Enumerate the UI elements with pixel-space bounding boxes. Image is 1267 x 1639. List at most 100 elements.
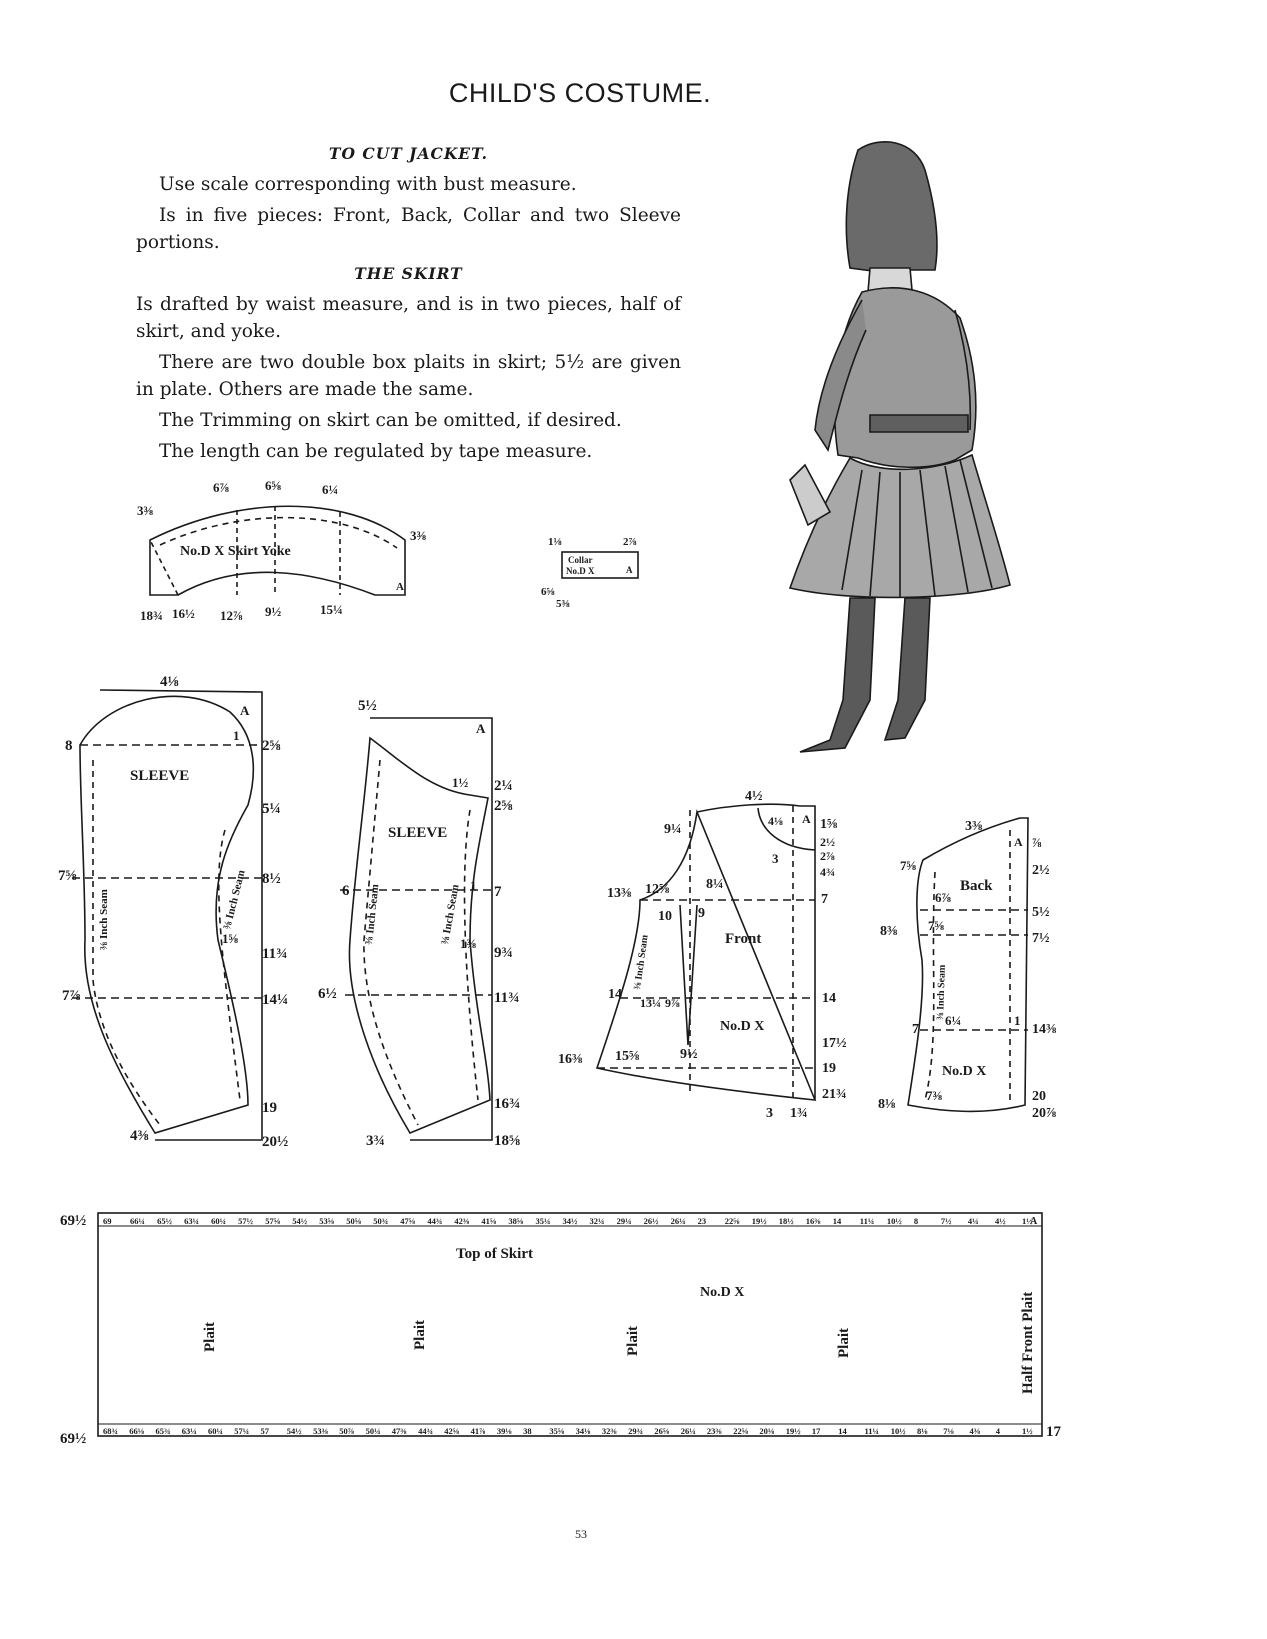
skirt-scale-mark: 17 (812, 1426, 821, 1436)
back-mark: 8⅜ (880, 924, 898, 939)
skirt-scale-mark: 65¾ (156, 1426, 171, 1436)
skirt-scale-mark: 8 (914, 1216, 918, 1226)
skirt-scale-mark: 41⅝ (481, 1216, 497, 1226)
instructions: TO CUT JACKET. Use scale corresponding w… (136, 140, 681, 469)
skirt-scale-mark: 57¼ (234, 1426, 249, 1436)
skirt-scale-mark: 54½ (287, 1426, 303, 1436)
sleeve-mark: 16¾ (494, 1096, 520, 1112)
skirt-scale-mark: 50⅞ (339, 1426, 354, 1436)
back-mark: 6¼ (945, 1013, 961, 1028)
sleeve-mark: 18⅝ (494, 1133, 520, 1149)
skirt-scale-mark: 7½ (941, 1216, 952, 1226)
skirt-scale-mark: 14 (838, 1426, 847, 1436)
front-mark: 10 (658, 909, 672, 924)
skirt-scale-mark: 29¾ (628, 1426, 643, 1436)
back-label: Back (960, 878, 993, 894)
back-mark: 6⅞ (935, 890, 952, 905)
yoke-mark: 12⅞ (220, 608, 243, 623)
back-mark: 3⅜ (965, 819, 983, 834)
skirt-scale-mark: 4¼ (968, 1216, 979, 1226)
yoke-label: No.D X Skirt Yoke (180, 544, 291, 559)
skirt-scale-mark: 22⅝ (725, 1216, 741, 1226)
sleeve-mark: 9¾ (494, 945, 513, 961)
skirt-scale-mark: 66¼ (130, 1216, 145, 1226)
back-pattern (907, 817, 1029, 1113)
skirt-scale-mark: 22⅝ (733, 1426, 749, 1436)
skirt-paragraph: The length can be regulated by tape meas… (159, 441, 593, 462)
front-mark: 13¼ (640, 996, 661, 1010)
skirt-scale-mark: 63¼ (184, 1216, 199, 1226)
yoke-pattern (149, 505, 406, 596)
back-mark: 7 (912, 1022, 919, 1037)
skirt-scale-mark: 26¼ (671, 1216, 686, 1226)
front-mark: 9¼ (664, 822, 682, 837)
sleeve-mark: 19 (262, 1100, 277, 1116)
skirt-scale-mark: 34½ (563, 1216, 579, 1226)
back-mark: 7⅝ (928, 918, 945, 933)
back-mark: 20 (1032, 1089, 1046, 1104)
seam-note: ⅜ Inch Seam (363, 884, 381, 946)
plait-label: Plait (625, 1326, 641, 1356)
skirt-top-label: Top of Skirt (456, 1246, 533, 1262)
front-mark: 3 (772, 851, 779, 866)
skirt-scale-mark: 34⅛ (576, 1426, 592, 1436)
sleeve-mark: A (240, 703, 250, 718)
sleeve-mark: A (476, 721, 486, 736)
page-number: 53 (575, 1527, 587, 1541)
jacket-paragraph: Is in five pieces: Front, Back, Collar a… (136, 205, 681, 253)
skirt-scale-mark: 35¼ (536, 1216, 551, 1226)
skirt-scale-mark: 16⅜ (806, 1216, 822, 1226)
skirt-scale-mark: 10½ (887, 1216, 903, 1226)
front-mark: 13⅜ (607, 886, 632, 901)
yoke-mark: 6¼ (322, 482, 338, 497)
front-mark: 8¼ (706, 877, 724, 892)
skirt-scale-mark: 10½ (891, 1426, 907, 1436)
sleeve-mark: 3¾ (366, 1133, 385, 1149)
front-mark: 14 (608, 987, 622, 1002)
yoke-mark: 18¾ (140, 608, 163, 623)
back-mark: A (1014, 835, 1023, 849)
skirt-corner-mark: 69½ (60, 1213, 86, 1229)
skirt-scale-mark: 50⅝ (346, 1216, 362, 1226)
skirt-scale-mark: 60¼ (211, 1216, 226, 1226)
skirt-scale-mark: 26¼ (681, 1426, 696, 1436)
under-sleeve-pattern (340, 717, 493, 1141)
front-mark: 2½ (820, 835, 835, 849)
skirt-scale-mark: 47⅜ (392, 1426, 408, 1436)
sleeve-mark: 8 (65, 738, 73, 754)
back-mark: ⅞ (1032, 835, 1042, 850)
skirt-scale-mark: 38 (523, 1426, 532, 1436)
yoke-mark: 3⅜ (137, 503, 154, 518)
sleeve-label: SLEEVE (130, 768, 189, 784)
sleeve-mark: 6½ (318, 986, 337, 1002)
yoke-mark: 6⅝ (265, 478, 282, 493)
skirt-scale-mark: 50¾ (373, 1216, 388, 1226)
skirt-scale-mark: 57½ (238, 1216, 254, 1226)
upper-sleeve-pattern (72, 689, 263, 1141)
skirt-scale-mark: 14 (833, 1216, 842, 1226)
skirt-scale-mark: 19½ (786, 1426, 802, 1436)
front-mark: 9 (698, 906, 705, 921)
sleeve-mark: 1⅝ (222, 931, 239, 946)
yoke-mark: 6⅞ (213, 480, 230, 495)
sleeve-mark: 1 (470, 878, 477, 893)
skirt-scale-mark: 11¼ (860, 1216, 874, 1226)
back-mark: 20⅞ (1032, 1106, 1057, 1121)
skirt-scale-mark: 65½ (157, 1216, 173, 1226)
sleeve-mark: 4⅛ (160, 674, 179, 690)
skirt-scale-mark: 54½ (292, 1216, 308, 1226)
seam-note: ⅜ Inch Seam (935, 964, 948, 1020)
skirt-scale-mark: 66⅛ (129, 1426, 145, 1436)
skirt-heading: THE SKIRT (354, 264, 463, 283)
sleeve-mark: 4⅜ (130, 1128, 149, 1144)
front-mark: 1¾ (790, 1106, 808, 1121)
skirt-scale-mark: 53⅝ (319, 1216, 335, 1226)
collar-mark: 2⅞ (623, 536, 637, 548)
front-mark: 16⅜ (558, 1052, 583, 1067)
sleeve-mark: 14¼ (262, 992, 288, 1008)
sleeve-mark: 1⅜ (460, 936, 477, 951)
skirt-scale-mark: 60¼ (208, 1426, 223, 1436)
front-mark: 4¾ (820, 865, 835, 879)
sleeve-label: SLEEVE (388, 825, 447, 841)
